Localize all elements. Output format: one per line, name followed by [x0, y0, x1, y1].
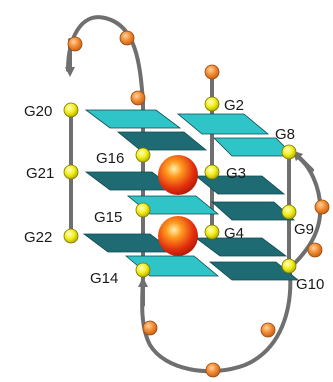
- loop-node: [204, 64, 220, 80]
- label-g15: G15: [94, 209, 122, 226]
- guanine-node-g22: [63, 228, 79, 244]
- plate-bottom-back: [208, 261, 300, 281]
- loop-node: [307, 242, 323, 258]
- cation-lower: [158, 216, 198, 256]
- loop-node: [130, 90, 146, 106]
- plate-top-left: [84, 109, 182, 129]
- guanine-node-g16: [135, 147, 151, 163]
- guanine-node-g9: [281, 204, 297, 220]
- plate-bottom-right: [194, 237, 288, 257]
- g-quartet-plates: [82, 109, 300, 281]
- top-loop: [66, 15, 145, 104]
- guanine-node-g10: [281, 258, 297, 274]
- label-g14: G14: [90, 270, 118, 287]
- loop-node: [119, 30, 135, 46]
- guanine-node-g20: [63, 102, 79, 118]
- label-g10: G10: [296, 276, 324, 293]
- cations: [158, 155, 198, 256]
- plate-top-right: [176, 113, 270, 135]
- guanine-node-g4: [204, 224, 220, 240]
- plate-top-dark: [116, 131, 208, 151]
- bottom-loop: [140, 260, 293, 374]
- plate-mid-back: [210, 201, 296, 221]
- nucleotide-labels: G20 G21 G22 G16 G15 G14 G2 G3 G4 G8 G9 G…: [24, 97, 324, 293]
- guanine-node-g15: [135, 202, 151, 218]
- guanine-node-g3: [204, 164, 220, 180]
- guanine-node-g2: [204, 96, 220, 112]
- right-loop-arrow: [292, 150, 314, 172]
- loop-node: [67, 36, 83, 52]
- label-g21: G21: [26, 165, 54, 182]
- loop-node: [314, 199, 330, 215]
- guanine-node-g14: [135, 262, 151, 278]
- label-g8: G8: [275, 126, 295, 143]
- loop-node: [260, 322, 276, 338]
- loop-node: [205, 362, 221, 378]
- label-g2: G2: [224, 97, 244, 114]
- loop-nucleotides: [67, 30, 330, 378]
- plate-mid-right: [194, 175, 286, 195]
- label-g16: G16: [96, 150, 124, 167]
- label-g9: G9: [294, 221, 314, 238]
- cation-upper: [158, 155, 198, 195]
- loop-node: [142, 320, 158, 336]
- guanine-nucleotides: [63, 96, 297, 278]
- label-g20: G20: [24, 103, 52, 120]
- label-g22: G22: [24, 229, 52, 246]
- label-g3: G3: [226, 165, 246, 182]
- guanine-node-g21: [63, 164, 79, 180]
- label-g4: G4: [224, 225, 244, 242]
- guanine-node-g8: [281, 144, 297, 160]
